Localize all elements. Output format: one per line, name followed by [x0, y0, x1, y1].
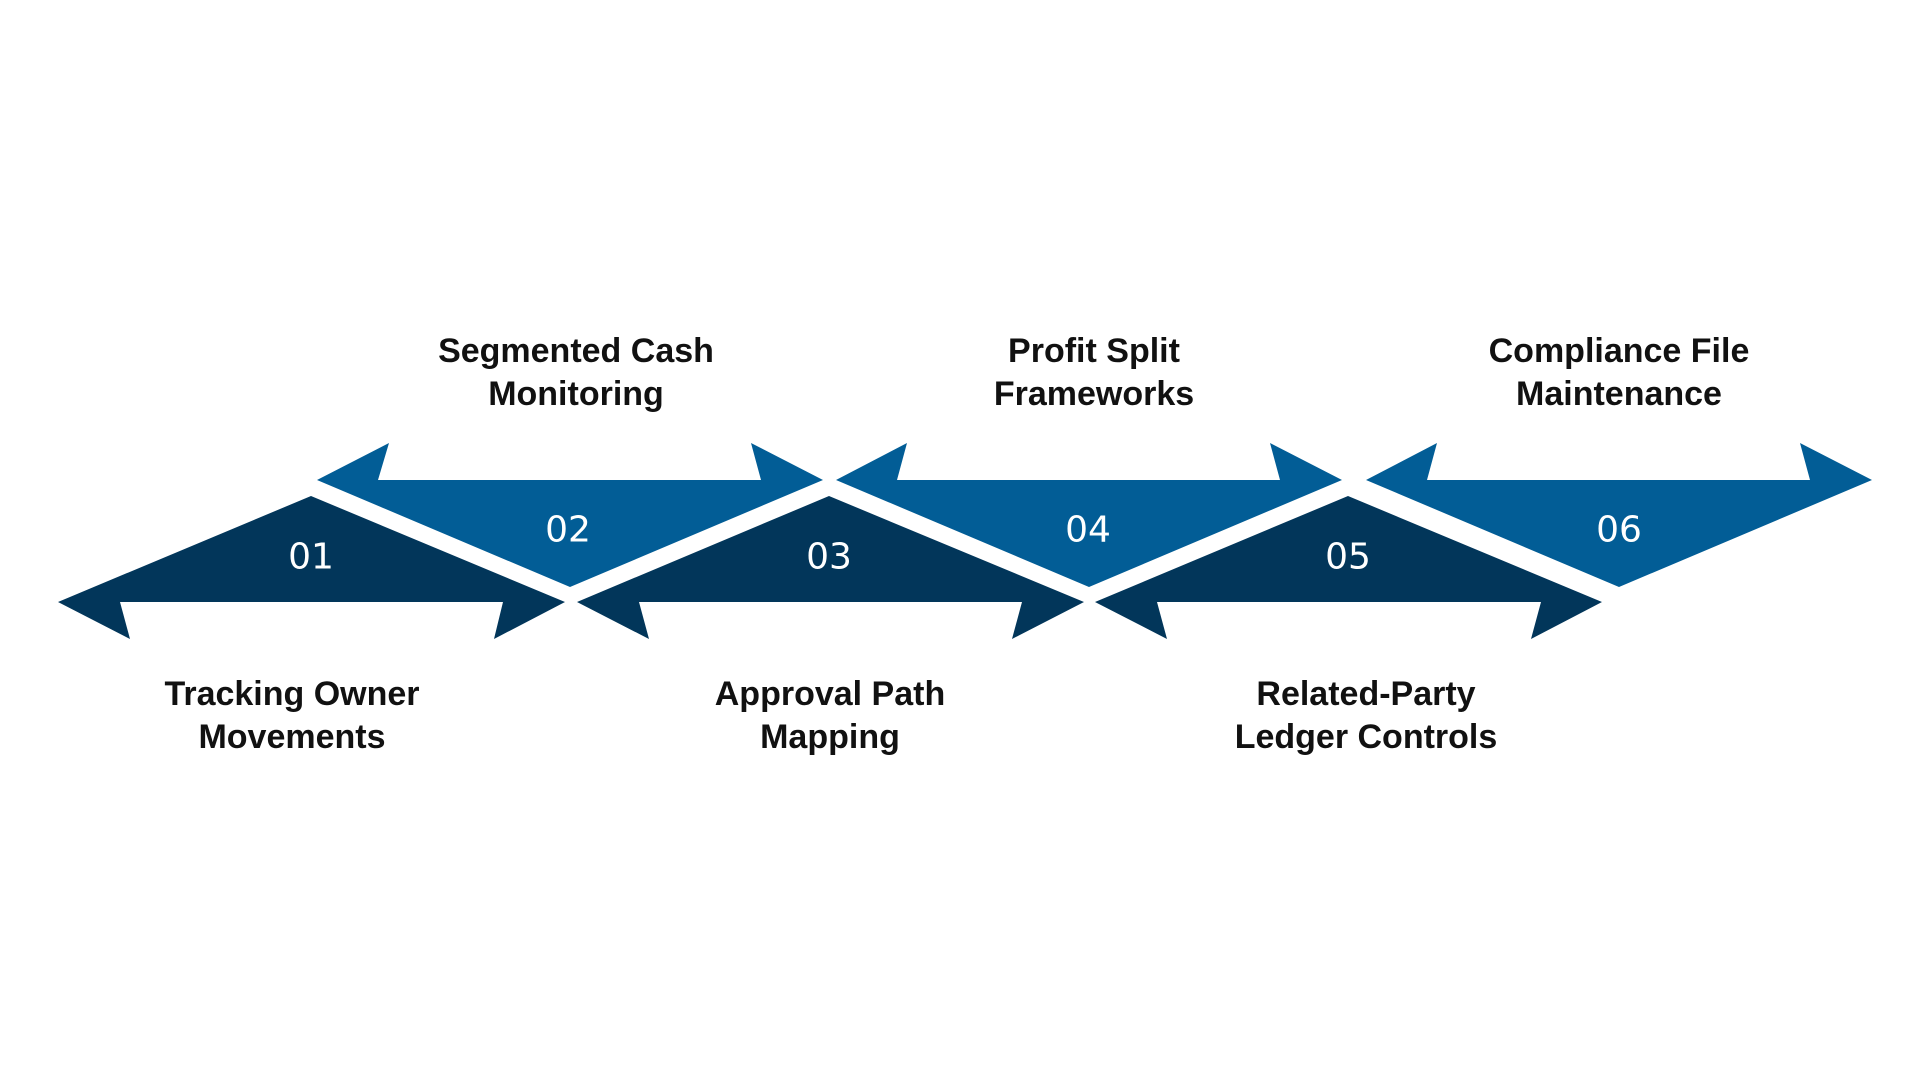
step-01-label-line1: Tracking Owner — [164, 675, 419, 713]
step-05: 05 Related-Party Ledger Controls — [1095, 496, 1602, 756]
step-05-shape — [1095, 496, 1602, 639]
step-02-label-line1: Segmented Cash — [438, 332, 714, 370]
step-04: 04 Profit Split Frameworks — [836, 332, 1342, 587]
step-01-label-line2: Movements — [198, 718, 385, 756]
step-01: 01 Tracking Owner Movements — [58, 496, 565, 756]
step-06-number: 06 — [1596, 510, 1642, 551]
step-05-label-line2: Ledger Controls — [1235, 718, 1498, 756]
step-03-label-line1: Approval Path — [715, 675, 945, 713]
step-02-number: 02 — [545, 510, 591, 551]
step-04-label-line1: Profit Split — [1008, 332, 1180, 370]
step-03-shape — [577, 496, 1084, 639]
step-01-number: 01 — [288, 537, 334, 578]
step-06-label-line2: Maintenance — [1516, 375, 1722, 413]
step-05-number: 05 — [1325, 537, 1371, 578]
step-04-number: 04 — [1065, 510, 1111, 551]
step-03-label-line2: Mapping — [760, 718, 900, 756]
step-06-shape — [1366, 443, 1872, 587]
step-04-shape — [836, 443, 1342, 587]
step-03-number: 03 — [806, 537, 852, 578]
step-01-shape — [58, 496, 565, 639]
step-05-label-line1: Related-Party — [1256, 675, 1475, 713]
step-04-label-line2: Frameworks — [994, 375, 1194, 413]
step-02: 02 Segmented Cash Monitoring — [317, 332, 823, 587]
step-02-shape — [317, 443, 823, 587]
step-06: 06 Compliance File Maintenance — [1366, 332, 1872, 587]
step-03: 03 Approval Path Mapping — [577, 496, 1084, 756]
step-02-label-line2: Monitoring — [488, 375, 664, 413]
step-06-label-line1: Compliance File — [1489, 332, 1750, 370]
